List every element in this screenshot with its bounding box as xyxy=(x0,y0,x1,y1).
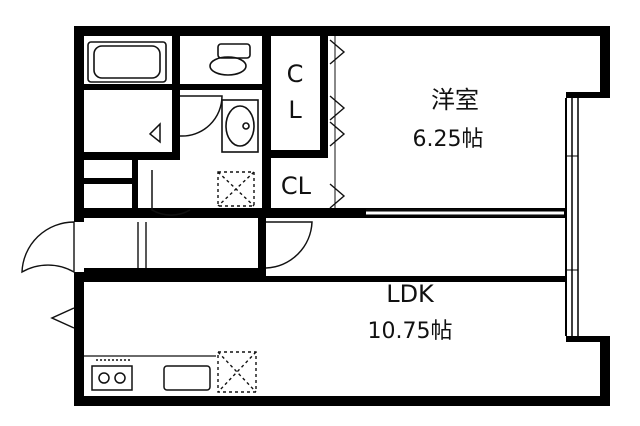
interior-walls xyxy=(84,36,566,282)
closet-1-label-top: C xyxy=(287,60,304,88)
entrance-corridor xyxy=(137,222,147,268)
western-room-size: 6.25帖 xyxy=(413,127,484,152)
ldk-size: 10.75帖 xyxy=(368,319,453,344)
ldk-name: LDK xyxy=(386,280,435,308)
door-swings xyxy=(21,95,313,329)
kitchen-sink-icon xyxy=(163,365,211,391)
washbasin-icon xyxy=(221,99,259,153)
toilet-icon xyxy=(209,43,251,76)
western-room-name: 洋室 xyxy=(431,86,479,114)
closet-1-label-bottom: L xyxy=(288,96,302,124)
exterior-walls xyxy=(74,26,610,406)
refrigerator-space-icon xyxy=(217,351,257,393)
balcony-window xyxy=(565,98,579,336)
closet-folding-doors xyxy=(329,36,346,209)
stove-icon xyxy=(91,359,133,391)
washing-machine-area-icon xyxy=(217,171,255,207)
closet-2-label: CL xyxy=(281,172,312,200)
bathtub-icon xyxy=(87,41,167,83)
